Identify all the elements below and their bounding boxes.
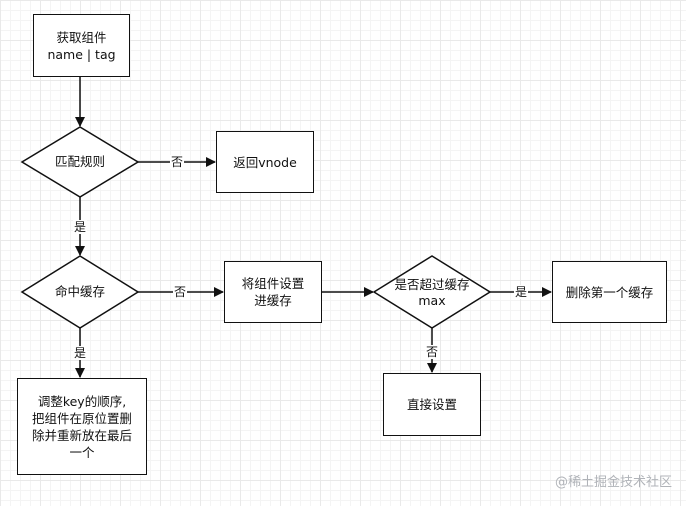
exceed-max-label: 是否超过缓存 max — [394, 277, 470, 308]
delete-first-cache-box: 删除第一个缓存 — [552, 261, 667, 323]
match-rule-label: 匹配规则 — [54, 154, 105, 169]
return-vnode-box: 返回vnode — [216, 131, 314, 193]
hit-yes-label: 是 — [73, 346, 88, 360]
set-cache-box: 将组件设置 进缓存 — [224, 261, 322, 323]
direct-set-box: 直接设置 — [383, 373, 481, 436]
watermark: @稀土掘金技术社区 — [554, 475, 672, 490]
get-component-box: 获取组件 name | tag — [33, 14, 130, 77]
exceed-yes-label: 是 — [514, 285, 529, 299]
exceed-no-label: 否 — [425, 345, 440, 359]
hit-no-label: 否 — [173, 285, 188, 299]
match-no-label: 否 — [170, 155, 185, 169]
hit-cache-label: 命中缓存 — [54, 284, 105, 299]
adjust-order-box: 调整key的顺序, 把组件在原位置删 除并重新放在最后 一个 — [17, 378, 147, 475]
match-yes-label: 是 — [73, 220, 88, 234]
